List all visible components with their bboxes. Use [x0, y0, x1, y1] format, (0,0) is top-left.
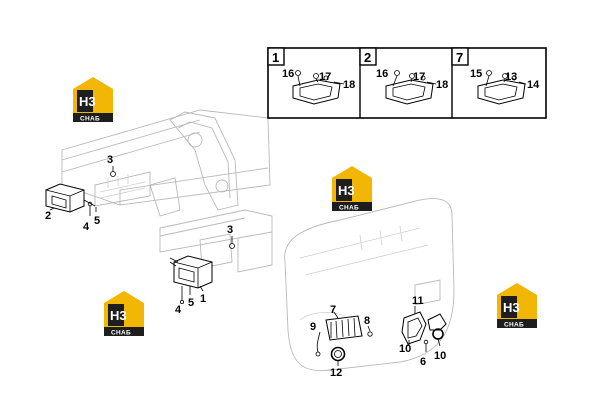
callout-label: 18: [436, 79, 448, 91]
callout-label: 16: [282, 68, 294, 80]
callout-label: 8: [364, 315, 370, 327]
machine-frame-drawing: [61, 109, 455, 372]
callout-label: 2: [45, 210, 51, 222]
callout-label: 10: [399, 343, 411, 355]
callout-label: 1: [200, 293, 206, 305]
detail-panel: 1 16 17 18: [267, 47, 355, 105]
logo-word-text: СНАБ: [339, 205, 359, 212]
logo-mark-text: H3: [503, 300, 520, 315]
callout-label: 17: [413, 71, 425, 83]
callout-label: 3: [107, 154, 113, 166]
callout-label: 4: [175, 304, 182, 316]
logo-word-text: СНАБ: [80, 116, 100, 123]
brand-logo: H3 СНАБ: [332, 166, 372, 212]
rear-cover-parts: 7 9 8 11 10 10 6 12: [310, 295, 447, 379]
brand-logo: H3 СНАБ: [104, 291, 144, 337]
detail-panels: 1 16 17 18 2 16 17 18: [267, 47, 547, 119]
callout-label: 17: [319, 71, 331, 83]
logo-mark-text: H3: [338, 183, 355, 198]
callout-label: 9: [310, 321, 316, 333]
callout-label: 3: [227, 224, 233, 236]
logo-mark-text: H3: [79, 94, 96, 109]
logo-word-text: СНАБ: [504, 322, 524, 329]
callout-label: 14: [527, 79, 540, 91]
logo-word-text: СНАБ: [111, 330, 131, 337]
callout-label: 12: [330, 367, 342, 379]
callout-label: 11: [412, 295, 424, 307]
callout-label: 13: [505, 71, 517, 83]
callout-label: 6: [420, 356, 426, 368]
upper-lamp-assembly: 3 2 4 5: [45, 154, 116, 233]
callout-label: 5: [188, 297, 194, 309]
panel-number: 2: [364, 50, 371, 65]
callout-label: 5: [94, 215, 100, 227]
callout-label: 7: [330, 304, 336, 316]
detail-panel: 2 16 17 18: [359, 47, 448, 105]
callout-label: 10: [434, 350, 446, 362]
callout-label: 15: [470, 68, 482, 80]
callout-label: 18: [343, 79, 355, 91]
detail-panel: 7 15 13 14: [451, 47, 540, 105]
lower-lamp-assembly: 3 1 4 5: [169, 224, 235, 316]
panel-number: 7: [456, 50, 463, 65]
brand-logo: H3 СНАБ: [497, 283, 537, 329]
panel-number: 1: [272, 50, 279, 65]
brand-logo: H3 СНАБ: [73, 77, 113, 123]
callout-label: 16: [376, 68, 388, 80]
callout-label: 4: [83, 221, 90, 233]
logo-mark-text: H3: [110, 308, 127, 323]
